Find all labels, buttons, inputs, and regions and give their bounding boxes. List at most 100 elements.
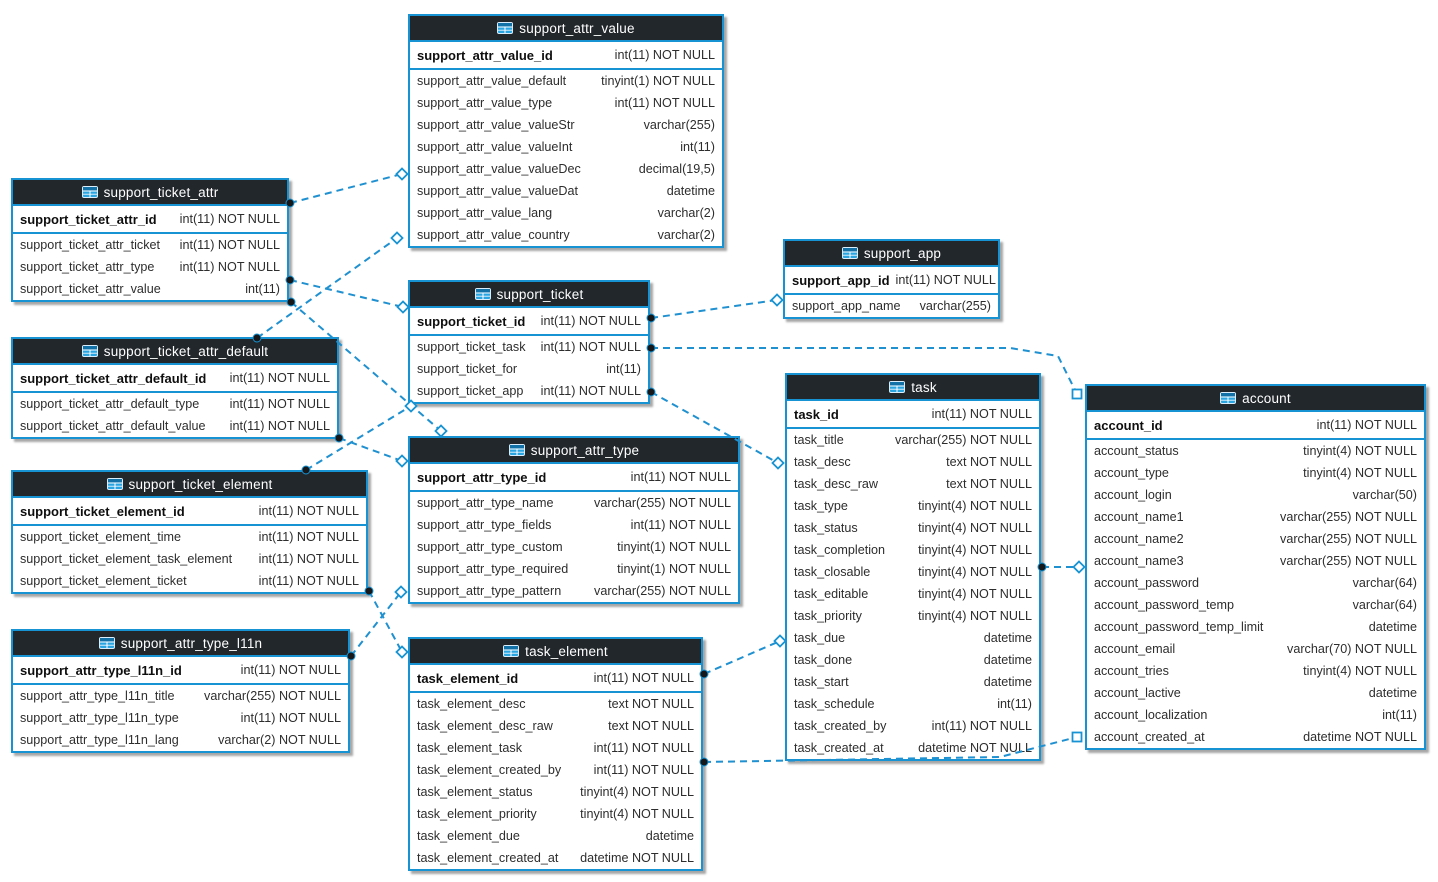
column-name: account_name1: [1094, 510, 1184, 524]
column-type: datetime: [983, 675, 1032, 689]
table-title: support_attr_value: [519, 20, 635, 36]
relationship-line: [1037, 560, 1086, 574]
column-type: int(11): [245, 282, 280, 296]
table-header[interactable]: account: [1087, 386, 1424, 412]
table-header[interactable]: support_ticket_attr_default: [13, 339, 337, 365]
relationship-endpoint-diamond: [395, 454, 409, 468]
column-type: tinyint(4) NOT NULL: [580, 785, 694, 799]
table-header[interactable]: support_app: [785, 241, 998, 267]
column-name: support_attr_type_fields: [417, 518, 552, 532]
column-type: tinyint(4) NOT NULL: [1303, 664, 1417, 678]
column-type: varchar(64): [1352, 576, 1417, 590]
table-icon: [889, 381, 906, 393]
column-name: task_element_desc_raw: [417, 719, 553, 733]
table-header[interactable]: support_attr_type: [410, 438, 738, 464]
column-type: tinyint(4) NOT NULL: [918, 543, 1032, 557]
column-name: support_attr_value_id: [417, 47, 553, 63]
column-name: task_element_id: [417, 670, 519, 686]
table-icon: [497, 22, 514, 34]
column-name: task_closable: [794, 565, 871, 579]
column-type: int(11) NOT NULL: [258, 530, 359, 544]
column-type: int(11): [680, 140, 715, 154]
column-name: support_ticket_element_task_element: [20, 552, 233, 566]
column-name: support_ticket_attr_default_type: [20, 397, 200, 411]
column-type: int(11) NOT NULL: [593, 741, 694, 755]
table-header[interactable]: support_ticket_attr: [13, 180, 287, 206]
column-type: datetime: [645, 829, 694, 843]
column-name: support_ticket_for: [417, 362, 518, 376]
table-icon: [474, 288, 491, 300]
table-title: support_app: [863, 245, 942, 261]
column-name: support_attr_value_default: [417, 74, 567, 88]
column-name: support_attr_value_valueDat: [417, 184, 579, 198]
table-support_attr_type_l11n[interactable]: support_attr_type_l11n support_attr_type_…: [11, 629, 350, 753]
column-name: account_status: [1094, 444, 1179, 458]
column-name: support_attr_type_l11n_title: [20, 689, 175, 703]
table-support_ticket_element[interactable]: support_ticket_element support_ticket_ele…: [11, 470, 368, 594]
column-type: tinyint(4) NOT NULL: [1303, 444, 1417, 458]
column-type: int(11) NOT NULL: [179, 212, 280, 226]
column-type: int(11) NOT NULL: [540, 384, 641, 398]
table-header[interactable]: support_ticket_element: [13, 472, 366, 498]
table-title: account: [1242, 390, 1291, 406]
column-type: varchar(2): [657, 206, 715, 220]
table-header[interactable]: task_element: [410, 639, 701, 665]
column-name: task_title: [794, 433, 844, 447]
column-name: account_password: [1094, 576, 1200, 590]
column-type: varchar(255) NOT NULL: [1280, 532, 1417, 546]
column-name: support_attr_type_custom: [417, 540, 563, 554]
column-type: int(11) NOT NULL: [931, 719, 1032, 733]
column-type: datetime NOT NULL: [918, 741, 1032, 755]
column-type: varchar(255) NOT NULL: [1280, 554, 1417, 568]
column-type: datetime NOT NULL: [1303, 730, 1417, 744]
table-header[interactable]: support_ticket: [410, 282, 648, 308]
column-name: task_priority: [794, 609, 862, 623]
table-header[interactable]: task: [787, 375, 1039, 401]
table-title: task: [911, 379, 937, 395]
column-type: tinyint(4) NOT NULL: [580, 807, 694, 821]
column-name: support_attr_type_l11n_lang: [20, 733, 179, 747]
column-name: support_ticket_attr_default_value: [20, 419, 206, 433]
table-header[interactable]: support_attr_value: [410, 16, 722, 42]
column-type: int(11) NOT NULL: [1316, 418, 1417, 432]
column-type: int(11) NOT NULL: [240, 663, 341, 677]
column-name: support_attr_type_id: [417, 469, 547, 485]
table-task_element[interactable]: task_element task_element_id int(11) NOT N…: [408, 637, 703, 871]
table-header[interactable]: support_attr_type_l11n: [13, 631, 348, 657]
column-name: task_completion: [794, 543, 886, 557]
relationship-endpoint-diamond: [771, 456, 785, 470]
relationship-line: [646, 293, 784, 323]
column-name: support_ticket_app: [417, 384, 524, 398]
column-name: task_created_by: [794, 719, 887, 733]
table-icon: [81, 345, 98, 357]
column-name: account_tries: [1094, 664, 1169, 678]
column-name: task_element_created_at: [417, 851, 559, 865]
column-name: task_schedule: [794, 697, 875, 711]
column-row: task_created_by int(11) NOT NULL: [787, 715, 1039, 737]
